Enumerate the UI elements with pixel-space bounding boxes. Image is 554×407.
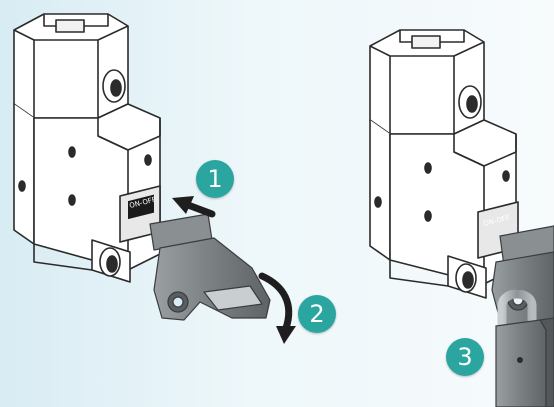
circuit-breaker-right [369,29,519,299]
step-badge-1: 1 [196,160,234,198]
rotate-arrow-icon [258,272,296,344]
push-arrow-icon [172,196,216,218]
lockout-device-left [149,213,271,321]
step-badge-2: 2 [298,295,336,333]
step-badge-3: 3 [446,338,484,376]
circuit-breaker-left [13,13,161,283]
padlock-icon [495,289,554,407]
